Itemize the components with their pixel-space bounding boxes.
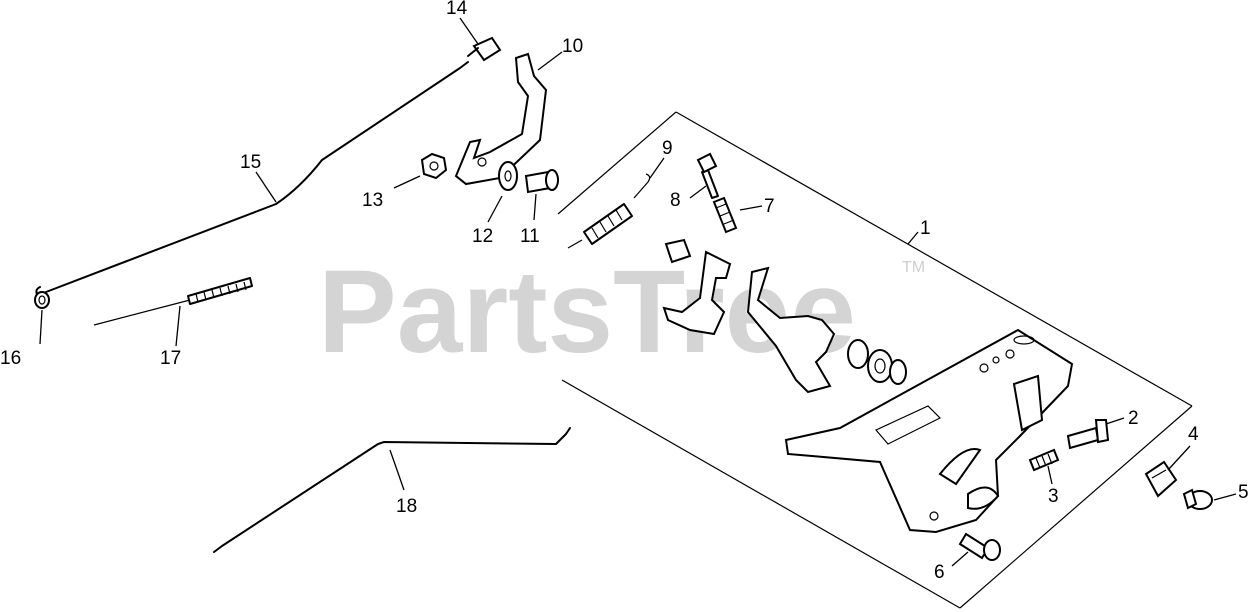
part-17-spring[interactable]	[93, 277, 253, 326]
watermark-text: PartsTree	[318, 246, 856, 378]
part-11-bolt[interactable]	[524, 169, 559, 194]
callout-3: 3	[1048, 486, 1059, 507]
part-7-screw[interactable]	[712, 196, 738, 234]
part-3-screw[interactable]	[1028, 448, 1060, 472]
part-6-screw[interactable]	[958, 532, 1001, 561]
callout-15: 15	[240, 152, 261, 173]
part-12-washer[interactable]	[498, 161, 518, 191]
callout-4: 4	[1188, 424, 1199, 445]
part-2-screw[interactable]	[1066, 419, 1110, 450]
callout-18: 18	[396, 496, 417, 517]
part-18-rod[interactable]	[213, 427, 571, 553]
callout-9: 9	[662, 138, 673, 159]
part-9-spring[interactable]	[567, 173, 651, 249]
callout-6: 6	[934, 562, 945, 583]
callout-17: 17	[160, 348, 181, 369]
callout-14: 14	[446, 0, 468, 19]
assembly-outline	[557, 111, 1193, 609]
part-5-screw[interactable]	[1182, 488, 1213, 510]
callout-16: 16	[0, 348, 21, 369]
part-13-nut[interactable]	[420, 152, 448, 180]
callout-10: 10	[562, 36, 583, 57]
callout-8: 8	[670, 190, 681, 211]
callout-7: 7	[764, 196, 775, 217]
assembly-internal-parts	[662, 238, 907, 394]
part-10-lever[interactable]	[454, 52, 548, 186]
part-8-bolt[interactable]	[696, 152, 719, 199]
callout-2: 2	[1128, 408, 1139, 429]
callout-13: 13	[362, 190, 383, 211]
callout-1: 1	[920, 218, 931, 239]
callout-12: 12	[472, 226, 493, 247]
callout-5: 5	[1238, 482, 1249, 503]
callout-11: 11	[520, 226, 540, 247]
part-14-clip[interactable]	[467, 36, 502, 62]
trademark-mark: TM	[902, 259, 925, 276]
part-1-bracket[interactable]	[784, 328, 1074, 534]
part-16-bushing[interactable]	[34, 291, 50, 309]
callout-labels: 1 2 3 4 5 6 7 8 9 10 11 12 13 14 15 16 1…	[0, 0, 1249, 583]
leader-lines	[39, 17, 1237, 567]
part-4-clip[interactable]	[1144, 460, 1178, 498]
